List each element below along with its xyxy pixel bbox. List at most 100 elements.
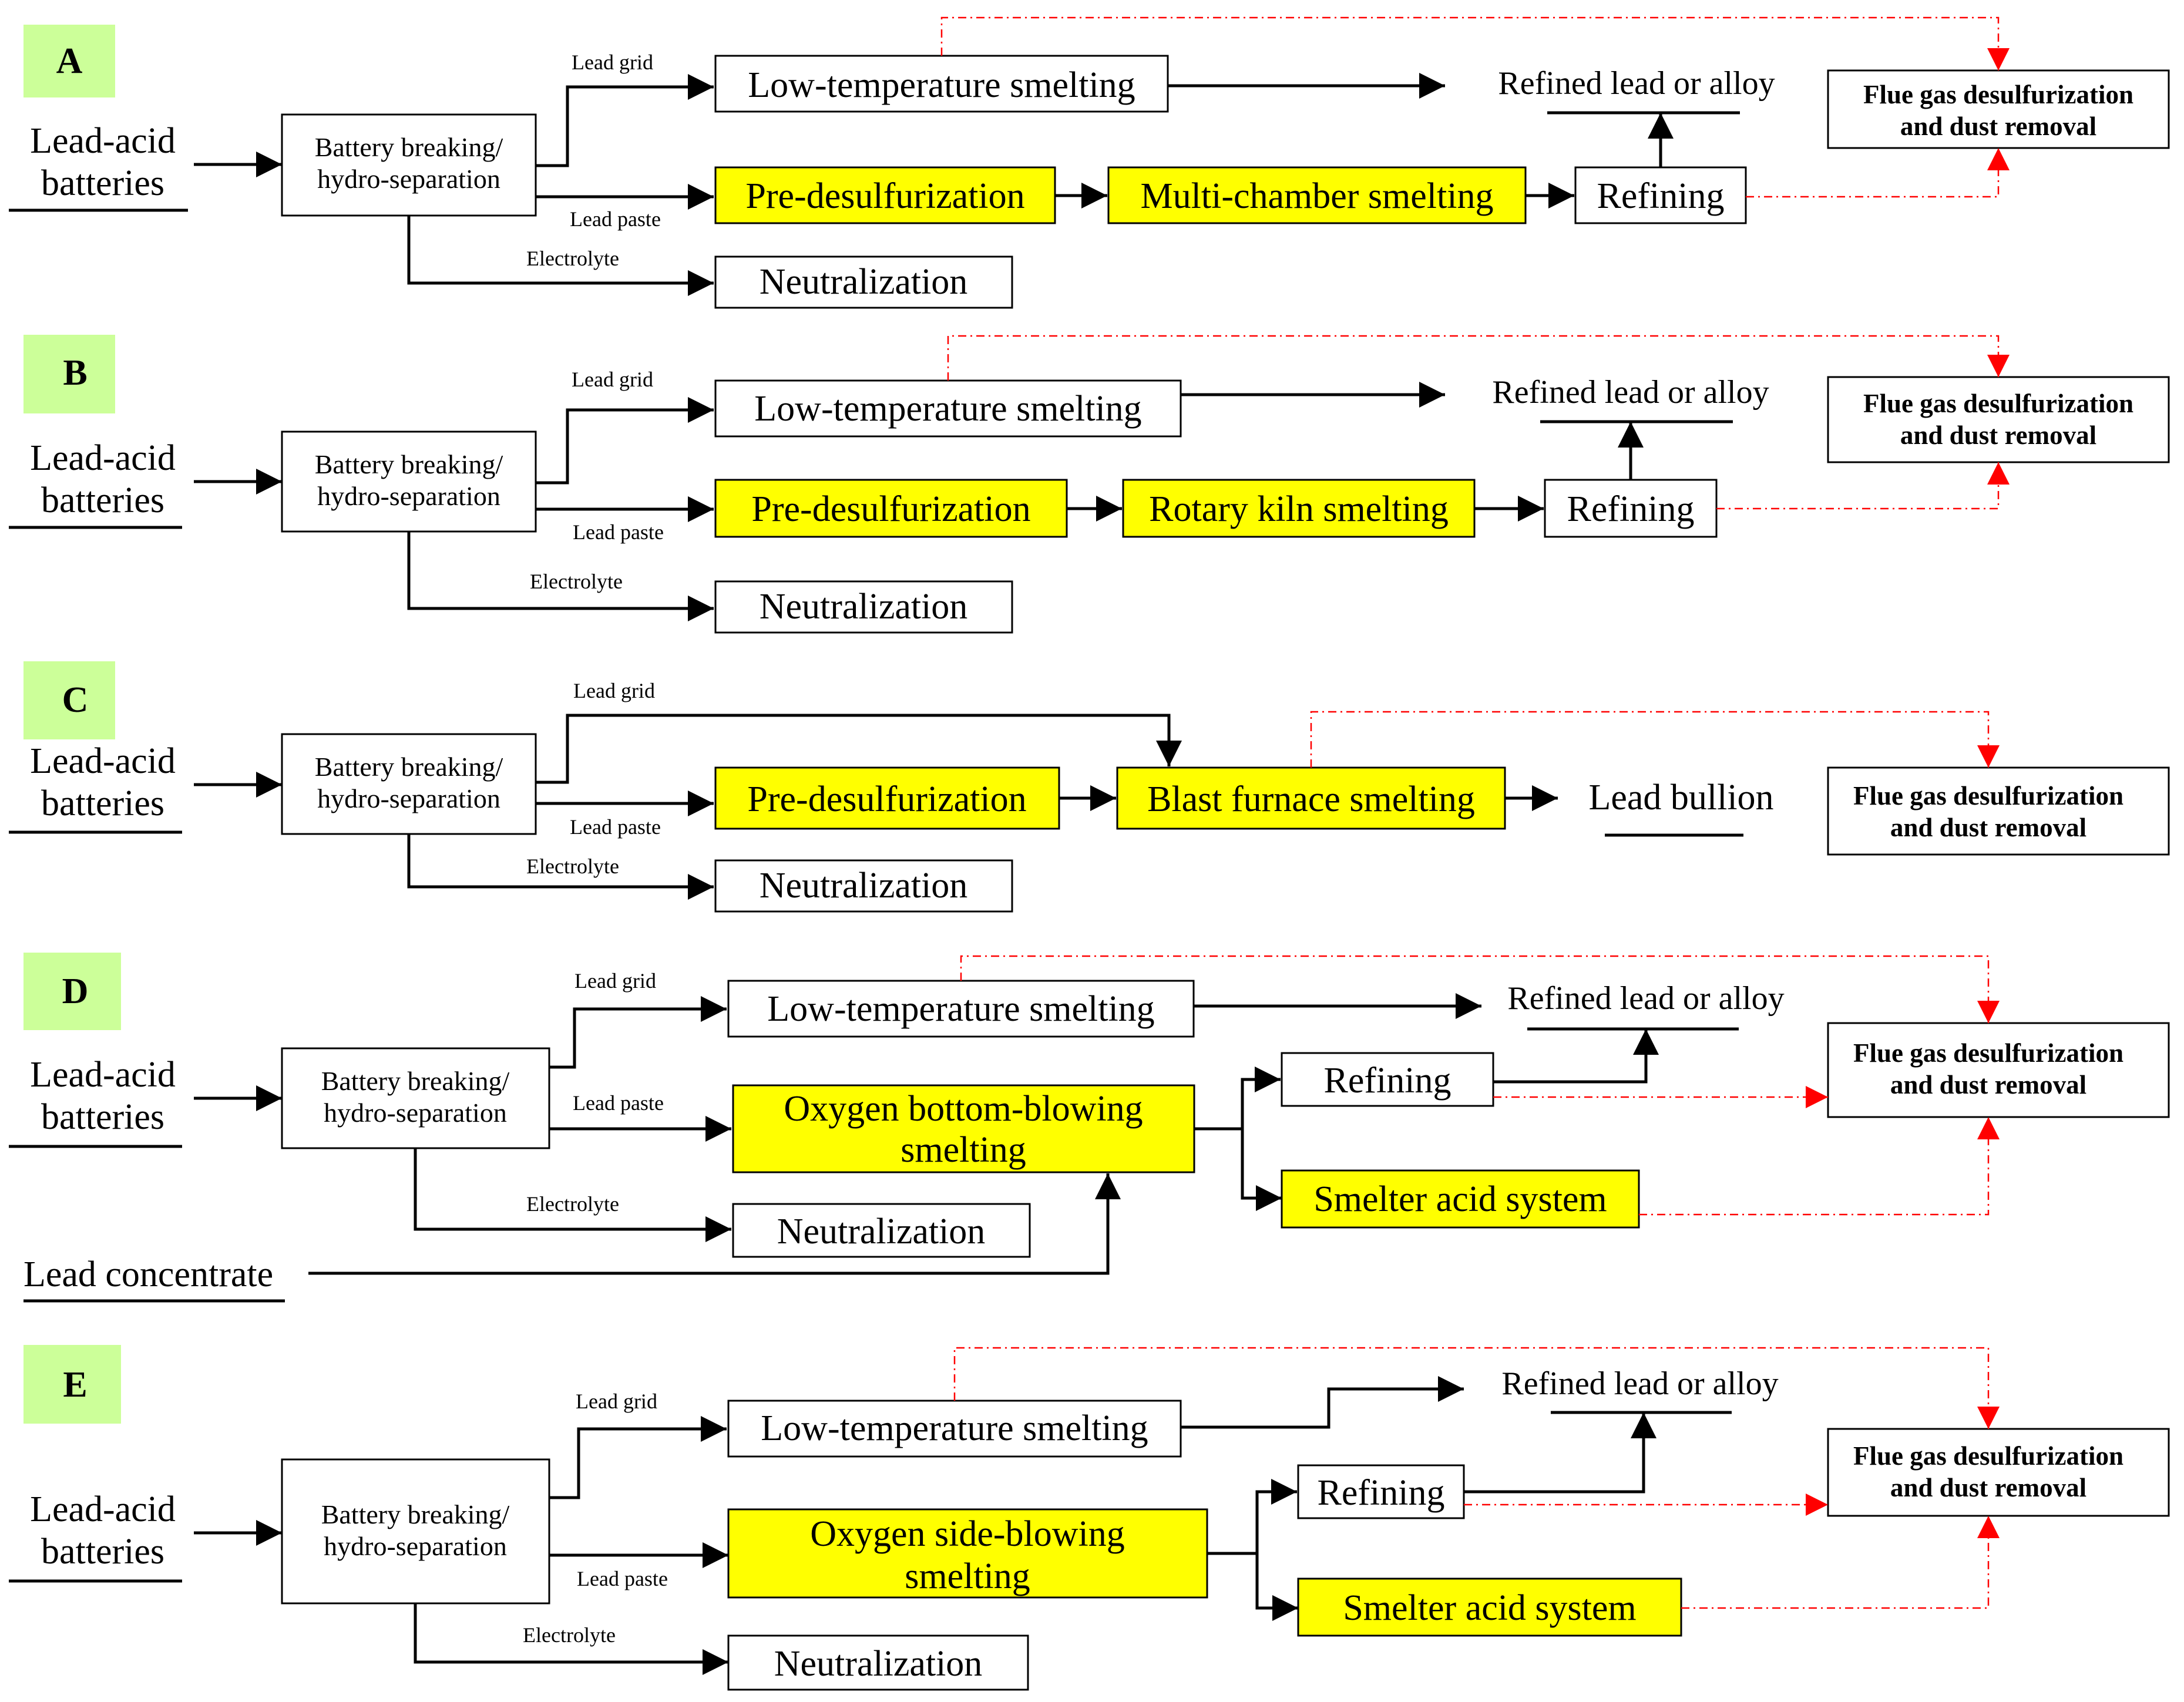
refining-label: Refining: [1597, 176, 1725, 216]
smelter-acid-system-box: [1297, 1577, 1682, 1637]
low-temp-smelting-label: Low-temperature smelting: [748, 65, 1135, 105]
product-label: Refined lead or alloy: [1492, 374, 1769, 411]
product-label: Lead bullion: [1588, 778, 1773, 818]
oxygen-side-blowing-line-1: Oxygen side-blowing: [810, 1514, 1125, 1554]
flue-gas-line-1: Flue gas desulfurization: [1863, 389, 2133, 418]
lead-grid-label: Lead grid: [572, 368, 653, 391]
lead-concentrate-label: Lead concentrate: [23, 1254, 273, 1294]
electrolyte-label: Electrolyte: [526, 247, 619, 270]
panel-tag-b: [23, 335, 115, 413]
lead-paste-label: Lead paste: [573, 1091, 664, 1115]
neutralization-box: [732, 1203, 1031, 1258]
panel-c: C Lead-acid batteries Battery breaking/ …: [9, 661, 2170, 900]
flue-gas-line-1: Flue gas desulfurization: [1853, 781, 2123, 810]
battery-breaking-line-1: Battery breaking/: [315, 132, 503, 162]
arrow-lead-grid: [536, 714, 1182, 784]
smelter-acid-system-box: [1281, 1169, 1640, 1229]
neutralization-box-b: [714, 580, 1013, 634]
neutralization-box-a: [714, 255, 1013, 309]
panel-tag-a: [23, 25, 115, 97]
lead-grid-label: Lead grid: [574, 969, 656, 993]
panel-e: E Lead-acid batteries Battery breaking/ …: [9, 1345, 2170, 1691]
flue-gas-path-smelting: [1310, 711, 2000, 768]
multi-chamber-smelting-box: [1107, 166, 1527, 224]
flue-gas-path-acid: [1681, 1516, 2000, 1609]
pre-desulfurization-label: Pre-desulfurization: [747, 779, 1026, 819]
electrolyte-label: Electrolyte: [523, 1623, 616, 1647]
blast-furnace-smelting-label: Blast furnace smelting: [1147, 779, 1475, 819]
input-line-1: Lead-acid: [30, 1055, 176, 1095]
battery-breaking-box: [281, 113, 537, 217]
arrow-electrolyte: [407, 834, 714, 900]
input-line-1: Lead-acid: [30, 438, 176, 478]
low-temp-smelting-label: Low-temperature smelting: [761, 1408, 1148, 1448]
pre-desulfurization-box: [714, 766, 1060, 830]
lead-paste-label: Lead paste: [570, 207, 661, 231]
refining-box: [1544, 479, 1718, 538]
oxygen-bottom-blowing-line-2: smelting: [901, 1130, 1026, 1170]
oxygen-side-blowing-line-2: smelting: [905, 1556, 1030, 1596]
neutralization-label: Neutralization: [777, 1212, 986, 1252]
flue-gas-line-1: Flue gas desulfurization: [1863, 80, 2133, 109]
flue-gas-line-1: Flue gas desulfurization: [1853, 1038, 2123, 1068]
battery-breaking-line-1: Battery breaking/: [321, 1499, 510, 1529]
battery-breaking-line-2: hydro-separation: [317, 783, 500, 813]
arrow-smelting-to-acid: [1255, 1553, 1298, 1621]
battery-breaking-line-1: Battery breaking/: [315, 752, 503, 782]
input-line-2: batteries: [41, 480, 164, 520]
neutralization-label-a: Neutralization: [760, 262, 968, 302]
refining-box: [1297, 1464, 1465, 1519]
arrow-smelting-to-refining: [1207, 1479, 1297, 1555]
input-line-2: batteries: [41, 1097, 164, 1137]
battery-breaking-box: [281, 1458, 550, 1605]
panel-tag-e: [23, 1345, 121, 1424]
flue-gas-line-2: and dust removal: [1890, 1473, 2086, 1502]
battery-breaking-line-1: Battery breaking/: [321, 1066, 510, 1096]
arrow-smelting-to-refining: [1194, 1067, 1281, 1131]
panel-tag-d: [23, 953, 121, 1030]
lead-grid-label: Lead grid: [573, 679, 655, 702]
arrow-smelting-to-acid: [1241, 1129, 1282, 1211]
panel-tag-c-label: C: [62, 680, 89, 720]
input-line-2: batteries: [41, 783, 164, 823]
arrow-electrolyte: [407, 216, 714, 296]
pre-desulfurization-box: [714, 479, 1068, 538]
lead-paste-label: Lead paste: [570, 815, 661, 839]
low-temp-smelting-box: [714, 55, 1169, 113]
refining-label: Refining: [1567, 489, 1695, 529]
arrow-electrolyte: [414, 1148, 731, 1242]
refining-box: [1281, 1052, 1494, 1107]
battery-breaking-box: [281, 733, 537, 835]
neutralization-group: Neutralization Neutralization Neutraliza…: [714, 255, 1013, 913]
smelter-acid-system-label: Smelter acid system: [1343, 1588, 1636, 1628]
electrolyte-label: Electrolyte: [526, 855, 619, 878]
lead-paste-label: Lead paste: [577, 1567, 668, 1590]
input-line-2: batteries: [41, 1532, 164, 1572]
flue-gas-line-1: Flue gas desulfurization: [1853, 1441, 2123, 1471]
lead-grid-label: Lead grid: [576, 1390, 657, 1413]
low-temp-smelting-box: [714, 379, 1182, 438]
low-temp-smelting-label: Low-temperature smelting: [767, 989, 1154, 1029]
panel-tag-d-label: D: [62, 971, 89, 1011]
flue-gas-path-low-temp: [940, 16, 2010, 70]
flue-gas-path-low-temp: [953, 1347, 2000, 1429]
battery-breaking-box: [281, 430, 537, 533]
rotary-kiln-smelting-label: Rotary kiln smelting: [1149, 489, 1449, 529]
refining-label: Refining: [1324, 1061, 1451, 1101]
neutralization-label-c: Neutralization: [760, 866, 968, 906]
product-label: Refined lead or alloy: [1498, 65, 1775, 102]
flue-gas-box: [1827, 766, 2170, 856]
input-line-1: Lead-acid: [30, 121, 176, 161]
flue-gas-path-refining: [1746, 148, 2010, 198]
pre-desulfurization-label: Pre-desulfurization: [745, 176, 1024, 216]
panel-tag-c: [23, 661, 115, 739]
multi-chamber-smelting-label: Multi-chamber smelting: [1141, 176, 1494, 216]
arrow-lead-grid: [549, 1416, 727, 1499]
panel-tag-a-label: A: [56, 41, 83, 81]
oxygen-side-blowing-box: [727, 1508, 1208, 1599]
pre-desulfurization-label: Pre-desulfurization: [751, 489, 1030, 529]
flue-gas-path-low-temp: [947, 335, 2010, 381]
arrow-refining-to-product: [1464, 1412, 1657, 1494]
oxygen-bottom-blowing-line-1: Oxygen bottom-blowing: [784, 1089, 1143, 1129]
